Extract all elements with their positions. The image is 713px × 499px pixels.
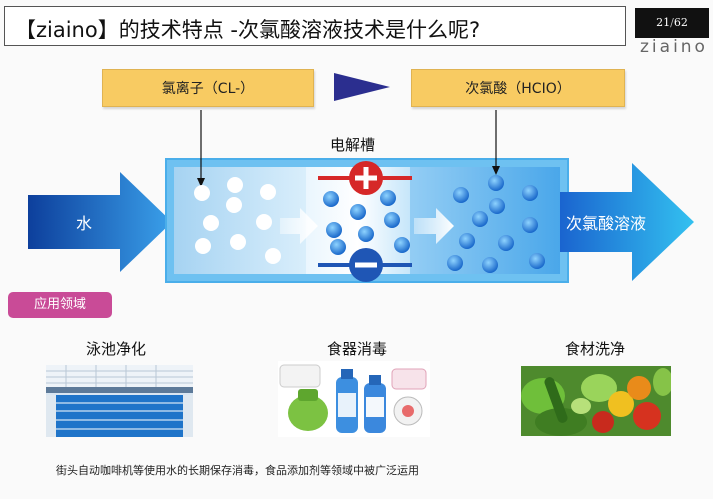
applications-footnote: 街头自动咖啡机等使用水的长期保存消毒，食品添加剂等领域中被广泛运用 xyxy=(56,464,419,477)
page-current: 21 xyxy=(656,16,671,29)
hypochlorous-particles xyxy=(447,175,545,273)
hypochlorous-particle xyxy=(529,253,545,269)
hypochlorous-acid-tag: 次氯酸（HCIO） xyxy=(411,69,625,107)
hypochlorous-particle xyxy=(459,233,475,249)
hypochlorous-particle xyxy=(472,211,488,227)
chloride-particle xyxy=(195,238,211,254)
chloride-particle xyxy=(256,214,272,230)
applications-section-badge: 应用领域 xyxy=(8,292,112,318)
chloride-pointer-head-icon xyxy=(197,178,205,187)
electrolysis-cell-label: 电解槽 xyxy=(330,136,376,154)
hypochlorous-particle xyxy=(489,198,505,214)
ion-particle xyxy=(380,190,396,206)
vegetables-photo xyxy=(521,366,671,436)
flow-arrow-icon xyxy=(414,208,454,244)
ion-particle xyxy=(350,204,366,220)
chloride-particle xyxy=(265,248,281,264)
application-food-label: 食材洗净 xyxy=(565,340,626,358)
chloride-particle xyxy=(230,234,246,250)
chloride-ion-tag: 氯离子（CL-） xyxy=(102,69,314,107)
direction-arrow-icon xyxy=(334,73,390,101)
title-bar: 【ziaino】的技术特点 -次氯酸溶液技术是什么呢? xyxy=(4,6,626,46)
hypochlorous-particle xyxy=(453,187,469,203)
application-tableware-label: 食器消毒 xyxy=(327,340,388,358)
product-label: 次氯酸溶液 xyxy=(566,214,646,233)
tableware-photo xyxy=(278,361,430,437)
hypochlorous-particle xyxy=(522,217,538,233)
flow-arrow-icon xyxy=(280,208,318,244)
product-flow-arrow xyxy=(560,163,694,281)
chloride-particle xyxy=(260,184,276,200)
chloride-particle xyxy=(227,177,243,193)
electrode-zone-particles xyxy=(323,190,410,255)
ion-particle xyxy=(323,191,339,207)
chloride-particle xyxy=(194,185,210,201)
ion-particle xyxy=(394,237,410,253)
chloride-particle xyxy=(203,215,219,231)
ion-particle xyxy=(358,226,374,242)
hypochlorous-particle xyxy=(482,257,498,273)
page-title: 【ziaino】的技术特点 -次氯酸溶液技术是什么呢? xyxy=(15,18,481,42)
chloride-particle xyxy=(226,197,242,213)
application-pool-label: 泳池净化 xyxy=(86,340,147,358)
water-flow-arrow xyxy=(28,172,172,272)
hypochlorous-pointer-head-icon xyxy=(492,166,500,175)
hypochlorous-particle xyxy=(498,235,514,251)
ion-particle xyxy=(384,212,400,228)
page-total: 62 xyxy=(673,16,688,29)
ion-particle xyxy=(330,239,346,255)
water-label: 水 xyxy=(76,214,92,233)
ion-particle xyxy=(326,222,342,238)
hypochlorous-particle xyxy=(488,175,504,191)
chloride-particles xyxy=(194,177,281,264)
hypochlorous-particle xyxy=(447,255,463,271)
brand-logo: ziaino xyxy=(640,37,708,57)
page-counter: 21/62 xyxy=(635,8,709,38)
hypochlorous-particle xyxy=(522,185,538,201)
swimming-pool-photo xyxy=(46,365,193,437)
